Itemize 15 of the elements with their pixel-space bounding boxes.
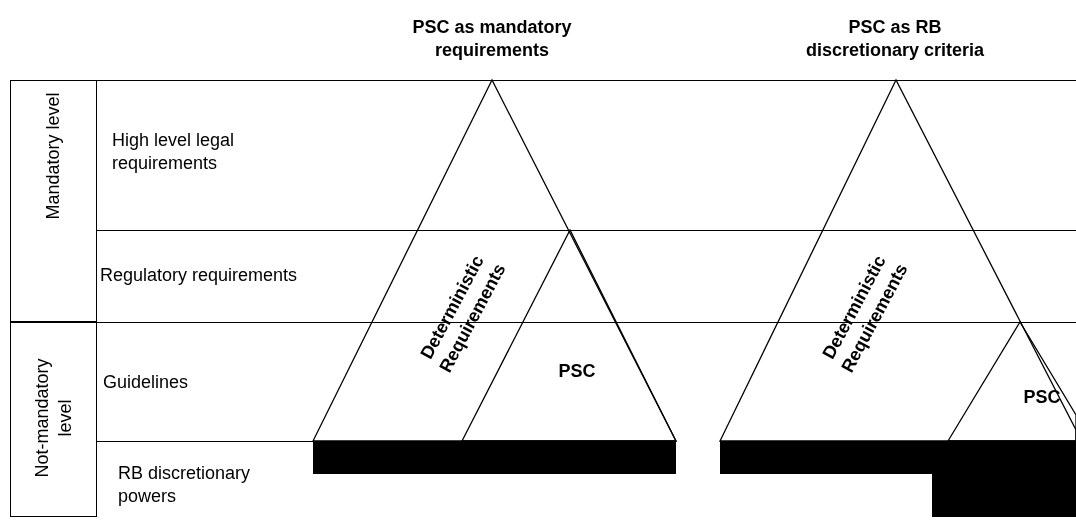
column-heading: PSC as mandatory requirements xyxy=(411,16,573,63)
level-cell xyxy=(10,80,97,322)
column-heading: PSC as RB discretionary criteria xyxy=(804,16,986,63)
row-label: Regulatory requirements xyxy=(100,264,299,287)
filled-bar xyxy=(932,474,1076,517)
row-label: RB discretionary powers xyxy=(118,462,252,509)
filled-bar xyxy=(313,441,676,474)
row-label: High level legal requirements xyxy=(112,129,236,176)
level-cell xyxy=(10,322,97,517)
triangle-label: PSC xyxy=(1022,386,1062,410)
filled-bar xyxy=(720,441,1076,474)
level-label: Not-mandatory level xyxy=(30,357,76,480)
row-label: Guidelines xyxy=(103,371,190,394)
triangle-label: PSC xyxy=(557,360,597,384)
level-label: Mandatory level xyxy=(42,91,65,222)
